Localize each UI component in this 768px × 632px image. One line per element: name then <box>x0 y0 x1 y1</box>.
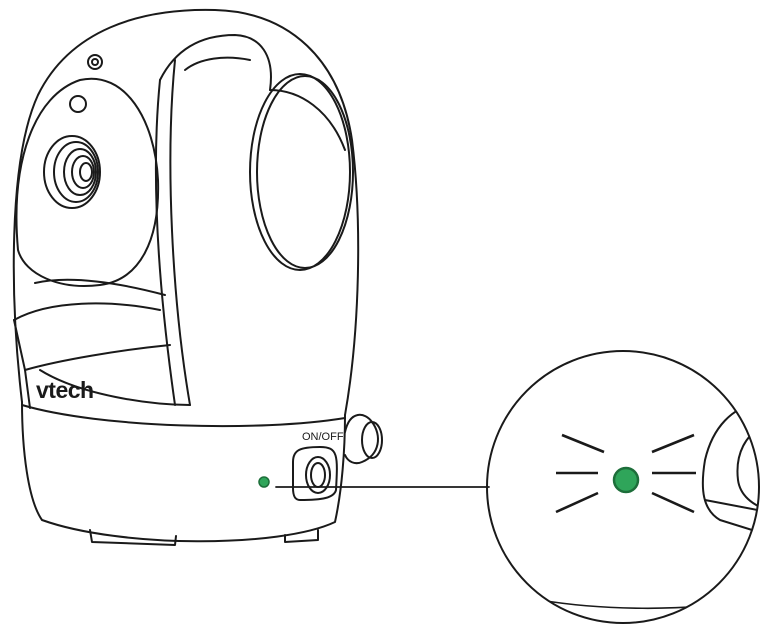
brand-logo: vtech <box>36 377 94 403</box>
side-disc <box>249 73 354 271</box>
light-sensor-icon <box>69 95 87 113</box>
camera-lens-icon <box>43 135 101 209</box>
lens-panel <box>15 54 160 287</box>
power-switch[interactable] <box>292 446 338 501</box>
led-indicator-zoomed-icon <box>612 466 640 494</box>
camera-head <box>13 34 346 409</box>
sensor-icon <box>87 54 103 70</box>
power-switch-label: ON/OFF <box>302 431 344 443</box>
zoom-callout <box>486 350 760 624</box>
camera-body <box>12 8 360 546</box>
side-knob <box>344 413 383 465</box>
led-indicator-small-icon <box>258 476 270 488</box>
led-glow-rays <box>555 433 696 514</box>
